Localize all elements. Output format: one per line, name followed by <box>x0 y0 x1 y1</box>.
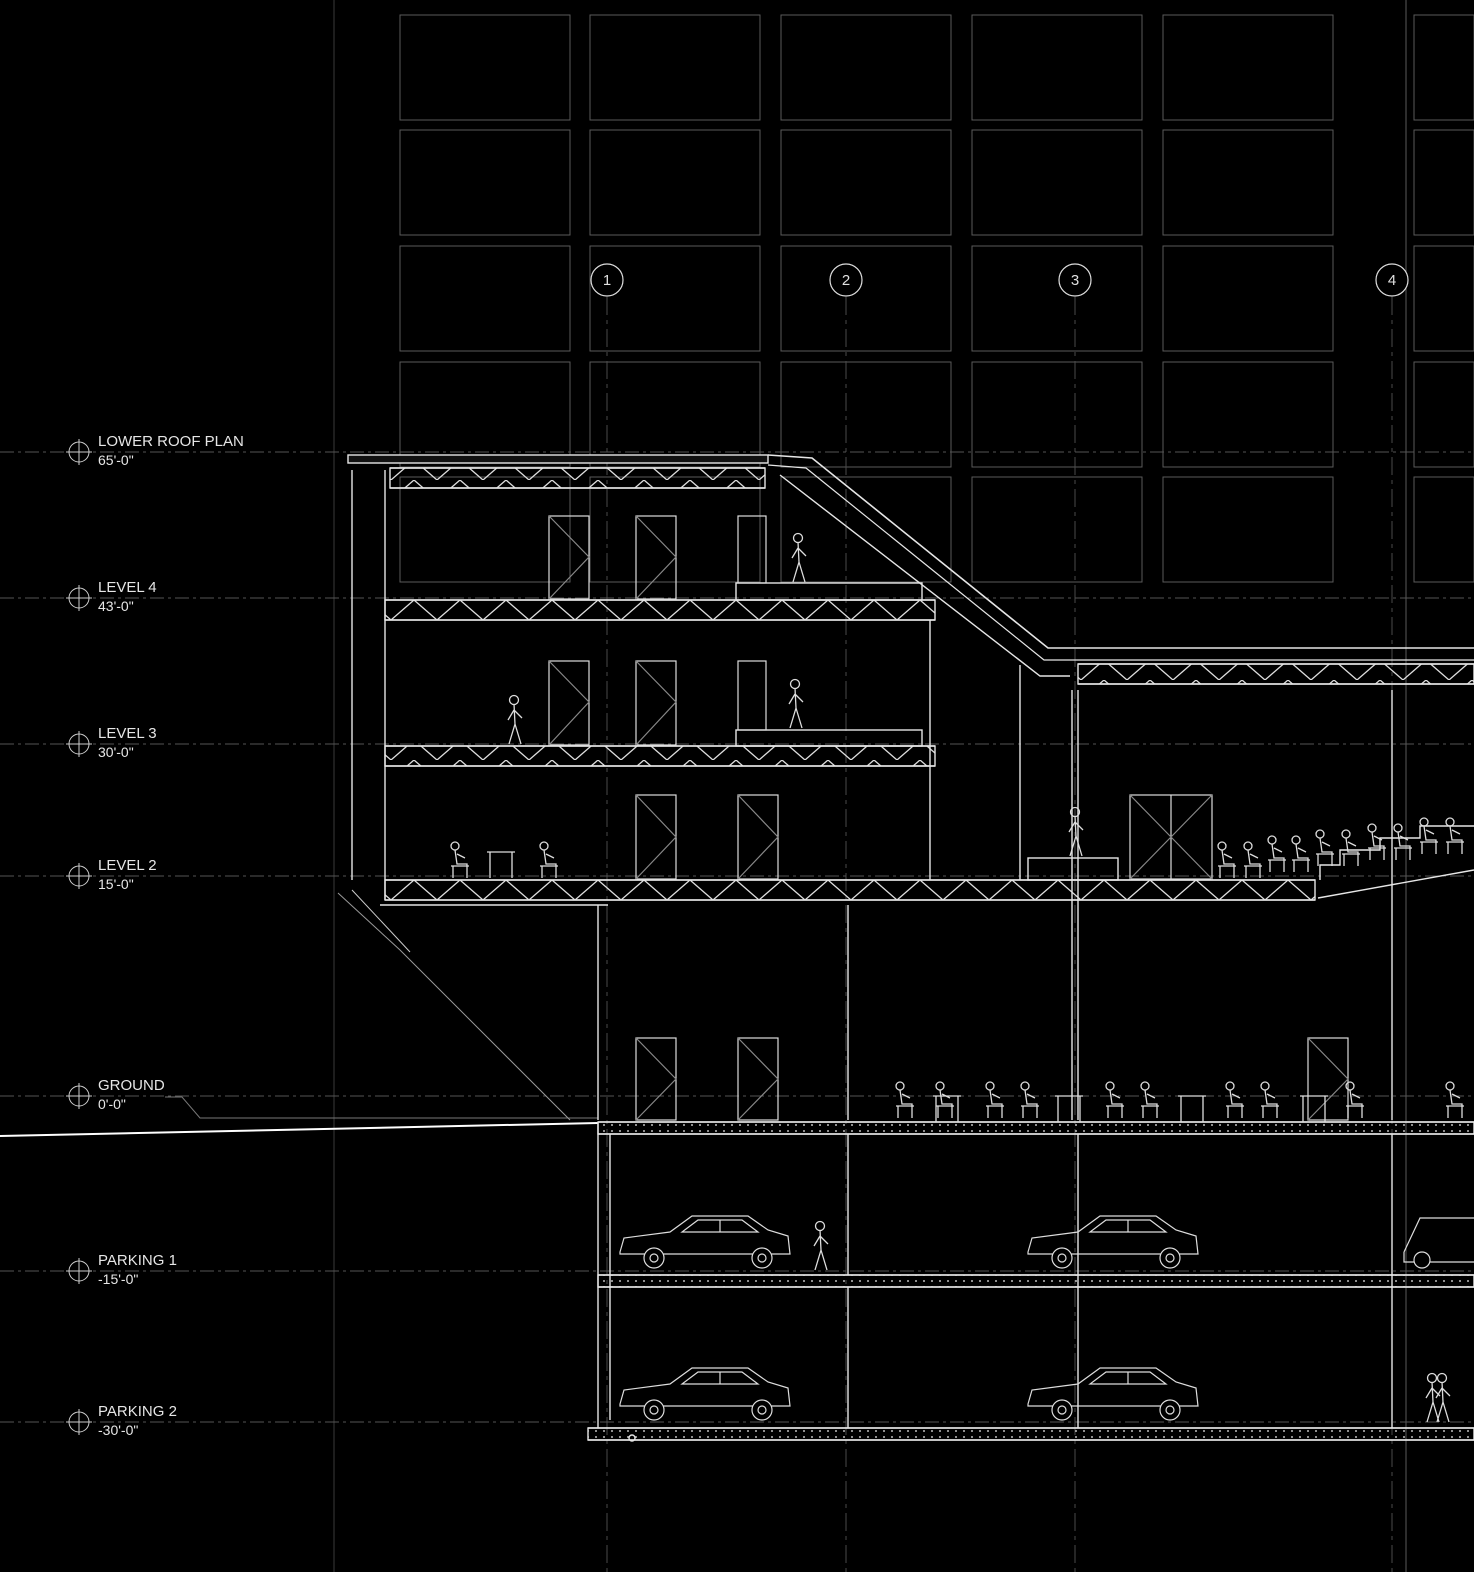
person-figure <box>985 1081 1004 1118</box>
canted-wall <box>337 889 571 1121</box>
car-icon <box>619 1367 791 1421</box>
car-icon <box>619 1215 791 1269</box>
level-name: GROUND <box>98 1077 165 1094</box>
level-elevation: -15'-0" <box>98 1271 139 1287</box>
level-name: LEVEL 4 <box>98 579 157 596</box>
person-figure <box>1140 1081 1159 1118</box>
level-marker-icon <box>66 1083 92 1109</box>
person-figure <box>1267 835 1286 872</box>
person-figure <box>1225 1081 1244 1118</box>
person-figure <box>1435 1372 1451 1423</box>
person-figure <box>1315 829 1334 866</box>
person-figure <box>935 1081 954 1118</box>
level-elevation: -30'-0" <box>98 1422 139 1438</box>
level-elevation: 15'-0" <box>98 876 134 892</box>
level-name: PARKING 1 <box>98 1252 177 1269</box>
person-figure <box>1068 806 1084 857</box>
level-elevation: 65'-0" <box>98 452 134 468</box>
level-elevation: 0'-0" <box>98 1096 126 1112</box>
level-datum-lines <box>0 439 1474 1435</box>
person-figure <box>788 678 804 729</box>
person-figure <box>1425 1372 1441 1423</box>
person-figure <box>1345 1081 1364 1118</box>
doors <box>548 515 1349 1121</box>
level-marker-icon <box>66 863 92 889</box>
building-structure <box>347 454 1474 1442</box>
ground-leader <box>165 1096 598 1119</box>
person-figure <box>1105 1081 1124 1118</box>
level-name: PARKING 2 <box>98 1403 177 1420</box>
level-elevation: 43'-0" <box>98 598 134 614</box>
car-icon <box>1027 1215 1199 1269</box>
person-figure <box>1419 817 1438 854</box>
person-figure <box>1020 1081 1039 1118</box>
grid-bubble: 4 <box>1375 263 1409 297</box>
grid-bubble: 3 <box>1058 263 1092 297</box>
level-marker-icon <box>66 439 92 465</box>
people-figures <box>450 532 1464 1423</box>
person-figure <box>791 532 807 583</box>
ground-line <box>0 1122 599 1137</box>
grid-label: 3 <box>1071 272 1079 289</box>
level-marker-icon <box>66 1258 92 1284</box>
person-figure <box>813 1220 829 1271</box>
person-figure <box>1243 841 1262 878</box>
person-figure <box>1291 835 1310 872</box>
person-figure <box>895 1081 914 1118</box>
tables <box>487 851 1328 1122</box>
level-name: LEVEL 2 <box>98 857 157 874</box>
person-figure <box>1445 1081 1464 1118</box>
grid-label: 4 <box>1388 272 1396 289</box>
background-tower-facade <box>333 0 1474 1572</box>
person-figure <box>539 841 558 878</box>
person-figure <box>1367 823 1386 860</box>
grid-label: 1 <box>603 272 611 289</box>
level-marker-icon <box>66 1409 92 1435</box>
grid-bubble: 1 <box>590 263 624 297</box>
level-name: LOWER ROOF PLAN <box>98 433 244 450</box>
car-icon <box>1027 1367 1199 1421</box>
car-icon <box>1403 1217 1474 1269</box>
level-marker-icon <box>66 585 92 611</box>
person-figure <box>1393 823 1412 860</box>
person-figure <box>1445 817 1464 854</box>
person-figure <box>507 694 523 745</box>
grid-bubbles: 1 2 3 4 <box>590 263 1409 297</box>
person-figure <box>1217 841 1236 878</box>
person-figure <box>1341 829 1360 866</box>
grid-label: 2 <box>842 272 850 289</box>
grid-bubble: 2 <box>829 263 863 297</box>
person-figure <box>450 841 469 878</box>
level-name: LEVEL 3 <box>98 725 157 742</box>
cars <box>619 1215 1474 1421</box>
level-marker-icon <box>66 731 92 757</box>
person-figure <box>1260 1081 1279 1118</box>
level-elevation: 30'-0" <box>98 744 134 760</box>
